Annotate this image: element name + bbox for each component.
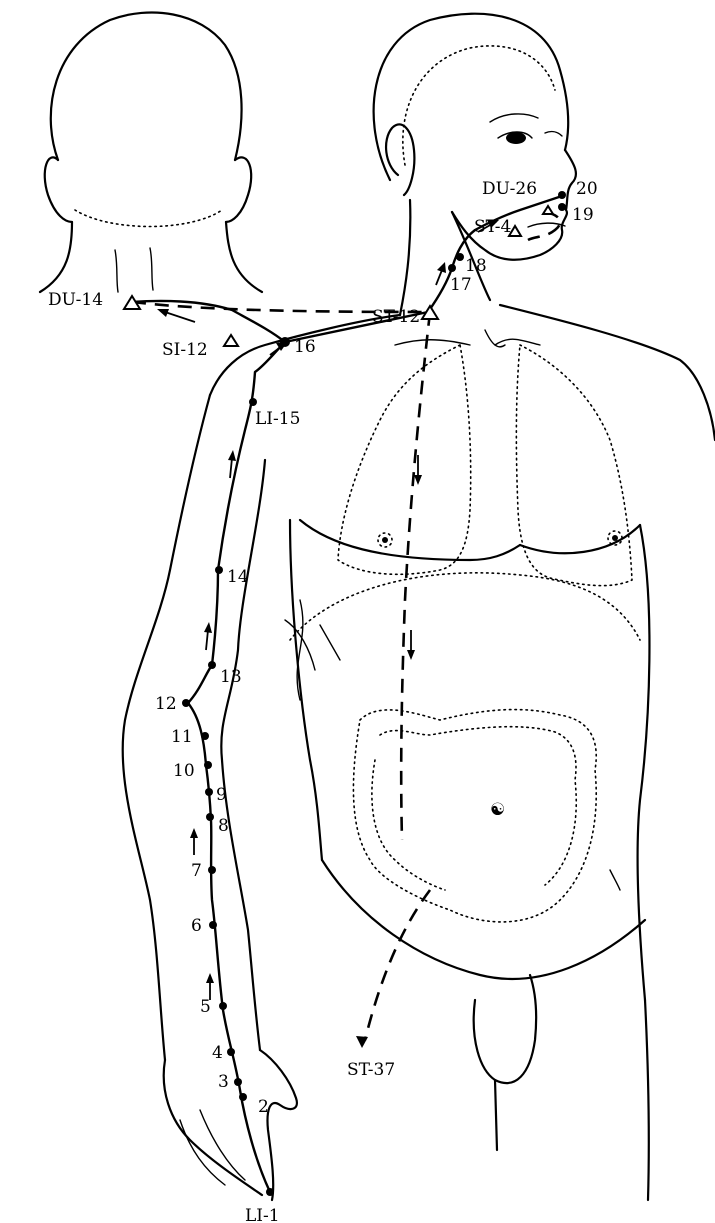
arrow-st37 [356,1036,368,1048]
back-head-figure [40,12,262,292]
label-du14: DU-14 [48,290,103,310]
label-st12: ST-12 [372,307,420,327]
label-li15: LI-15 [255,409,300,429]
arrow-up-forearm-2 [206,973,214,1000]
label-si12: SI-12 [162,340,208,360]
label-du26: DU-26 [482,179,537,199]
label-14: 14 [227,567,249,587]
point-5 [219,1002,227,1010]
arrow-up-upperarm-1 [204,622,212,650]
point-8 [206,813,214,821]
label-11: 11 [171,727,193,747]
label-st4: ST-4 [474,217,511,237]
label-10: 10 [173,761,195,781]
label-4: 4 [212,1043,223,1063]
point-11 [201,732,209,740]
lungs [338,345,632,586]
arrow-to-du14 [157,309,195,322]
point-4 [227,1048,235,1056]
diaphragm [290,573,640,640]
label-16: 16 [294,337,316,357]
direction-arrows [157,220,499,1048]
label-2: 2 [258,1097,269,1117]
point-13 [208,661,216,669]
point-du26 [543,206,553,214]
label-12: 12 [155,694,177,714]
label-li1: LI-1 [245,1206,280,1223]
large-intestine: ☯ [353,710,596,922]
point-20 [558,191,566,199]
point-12 [182,699,190,707]
point-18 [456,253,464,261]
label-18: 18 [465,256,487,276]
point-li1 [266,1188,274,1196]
label-19: 19 [572,205,594,225]
label-20: 20 [576,179,598,199]
label-17: 17 [450,275,472,295]
front-figure [123,14,715,1200]
label-13: 13 [220,667,242,687]
point-9 [205,788,213,796]
point-3 [234,1078,242,1086]
point-10 [204,761,212,769]
point-7 [208,866,216,874]
label-st37: ST-37 [347,1060,395,1080]
point-2 [239,1093,247,1101]
label-3: 3 [218,1072,229,1092]
arrow-up-forearm-1 [190,828,198,855]
arrow-down-2 [407,630,415,660]
label-6: 6 [191,916,202,936]
point-si12 [224,335,238,346]
point-19 [558,203,566,211]
point-17 [448,264,456,272]
navel-mark: ☯ [490,800,505,820]
label-5: 5 [200,997,211,1017]
point-14 [215,566,223,574]
label-7: 7 [191,861,202,881]
label-8: 8 [218,816,229,836]
point-li15 [249,398,257,406]
label-9: 9 [216,785,227,805]
point-6 [209,921,217,929]
arrow-neck [436,262,446,285]
